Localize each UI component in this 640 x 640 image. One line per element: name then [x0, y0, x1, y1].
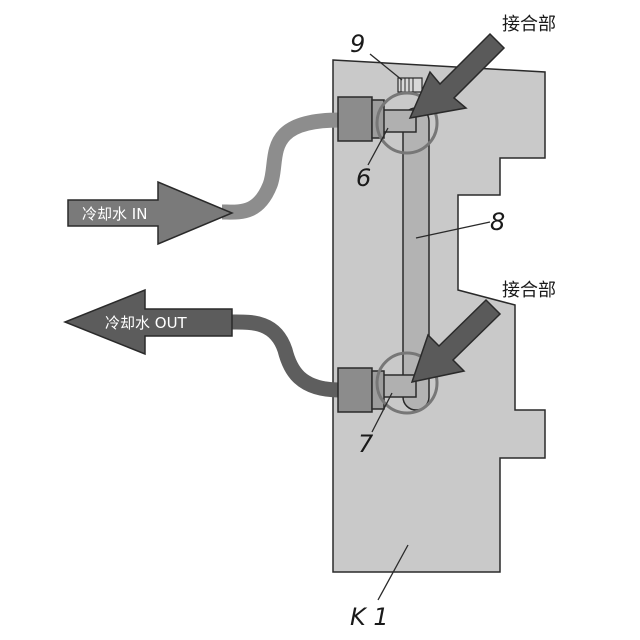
label-7: 7	[358, 430, 374, 458]
label-k1: K 1	[350, 603, 389, 631]
fitting-bottom	[338, 368, 372, 412]
joint-label-top: 接合部	[502, 14, 556, 35]
joint-label-bottom: 接合部	[502, 280, 556, 301]
fitting-top	[338, 97, 372, 141]
cooling-in-label: 冷却水 IN	[82, 205, 147, 223]
hose-out	[230, 322, 340, 390]
hose-in	[222, 120, 340, 212]
label-6: 6	[356, 164, 371, 192]
cooling-out-label: 冷却水 OUT	[105, 314, 188, 332]
label-8: 8	[490, 208, 505, 236]
label-9: 9	[350, 30, 365, 58]
